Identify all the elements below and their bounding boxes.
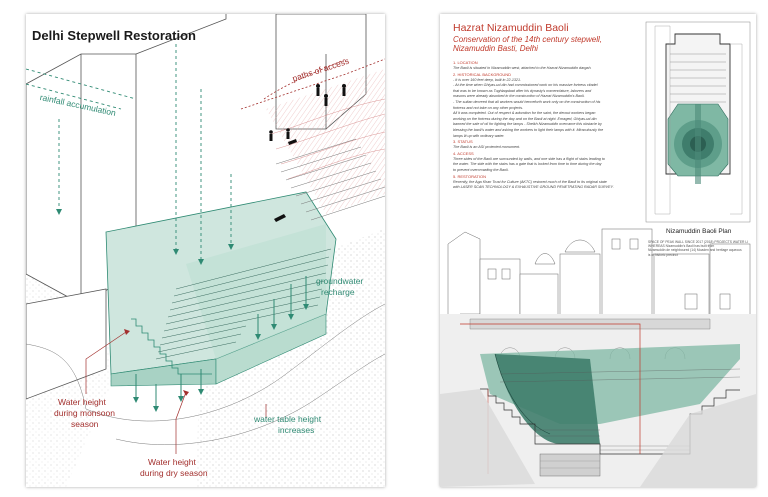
label-monsoon-line2: during monsoon (54, 408, 115, 418)
stepwell-axonometric-drawing (26, 14, 385, 487)
section-heading: 5. RESTORATION (453, 173, 486, 179)
body-text-line: - The sultan decreed that all workers wo… (453, 99, 601, 104)
label-dry-season-line2: during dry season (140, 468, 208, 478)
section-heading: 2. HISTORICAL BACKGROUND (453, 71, 512, 77)
subtitle-line-2: Nizamuddin Basti, Delhi (453, 44, 538, 53)
section-heading: 1. LOCATION (453, 60, 478, 65)
diagram-title: Delhi Stepwell Restoration (32, 28, 196, 43)
baoli-title: Hazrat Nizamuddin Baoli (453, 22, 569, 34)
body-text-line: working on the fortress during the day a… (453, 116, 597, 121)
body-text-line: Recently, the Aga Khan Trust for Culture… (453, 179, 607, 184)
baoli-plan-drawing (645, 21, 751, 223)
stepwell-water-body (105, 191, 337, 387)
stepwell-diagram-panel: Delhi Stepwell Restoration rainfall accu… (26, 14, 385, 487)
label-water-table-line2: increases (278, 425, 315, 435)
body-text-line: lamps lit up with ordinary water. (453, 133, 505, 138)
body-text-line: All it was completed. Out of respect & a… (453, 111, 596, 116)
step-section-profile (131, 318, 212, 375)
plan-caption-line: Nizamuddin de neighboured (14) Moaden an… (648, 248, 742, 253)
body-text-line: banned the sale of oil for lighting the … (453, 122, 602, 127)
body-text-line: the water. The side with the stairs has … (453, 162, 602, 167)
body-text-line: fortress and not take on any other proje… (453, 105, 524, 110)
baoli-section-drawing (440, 228, 756, 487)
plan-caption-line: WHEREAS Nizamuddin's Baoli has built fro… (648, 244, 715, 249)
body-text-line: - It is over 160 feet deep, built in 22-… (453, 77, 522, 82)
baoli-drawings (440, 21, 756, 487)
body-text-line: The Baoli is an ASI protected monument. (453, 145, 521, 150)
body-text-line: Three sides of the Baoli are surrounded … (453, 156, 605, 161)
body-text-line: that was to be known as Tughlaqabad afte… (453, 88, 592, 93)
rainfall-arrows (26, 44, 232, 259)
body-text-line: masons were already absorbed in the cons… (453, 94, 585, 99)
label-dry-season-line1: Water height (148, 457, 196, 467)
label-monsoon-line1: Water height (58, 397, 106, 407)
body-text-line: to prevent overcrowding the Baoli. (453, 167, 509, 172)
people-silhouettes (269, 84, 346, 222)
section-heading: 4. ACCESS (453, 150, 474, 156)
body-text-line: with LASER SCAN TECHNOLOGY & EXHAUSTIVE … (453, 185, 614, 190)
stepwell-steps (155, 248, 332, 360)
label-water-table-line1: water table height (254, 414, 322, 424)
label-groundwater-recharge-line2: recharge (321, 287, 355, 297)
plan-label: Nizamuddin Baoli Plan (666, 228, 732, 235)
baoli-documentation-panel: Hazrat Nizamuddin Baoli Conservation of … (440, 14, 756, 487)
plan-caption-line: SPACE OF PEAK WALL SINCE 2017 (2018) PRO… (648, 240, 749, 244)
body-text-line: - At the time when Ghiyas-ud-din had com… (453, 83, 598, 88)
access-path-zone (266, 69, 385, 214)
label-groundwater-recharge-line1: groundwater (316, 276, 364, 286)
ground-texture (196, 229, 385, 487)
subtitle-line-1: Conservation of the 14th century stepwel… (453, 35, 602, 44)
plan-caption: SPACE OF PEAK WALL SINCE 2017 (2018) PRO… (648, 240, 752, 257)
groundwater-arrows (135, 276, 307, 406)
baoli-subtitle: Conservation of the 14th century stepwel… (453, 35, 643, 53)
contour-lines (26, 303, 385, 445)
label-leaders (85, 331, 267, 454)
section-heading: 3. STATUS (453, 139, 473, 145)
body-text-line: blessing the baoli's water and asking th… (453, 127, 604, 132)
plan-caption-line: is of historic precinct (648, 252, 678, 257)
body-text-line: The Baoli is situated in Nizamuddin west… (453, 66, 592, 70)
label-monsoon-line3: season (71, 419, 99, 429)
